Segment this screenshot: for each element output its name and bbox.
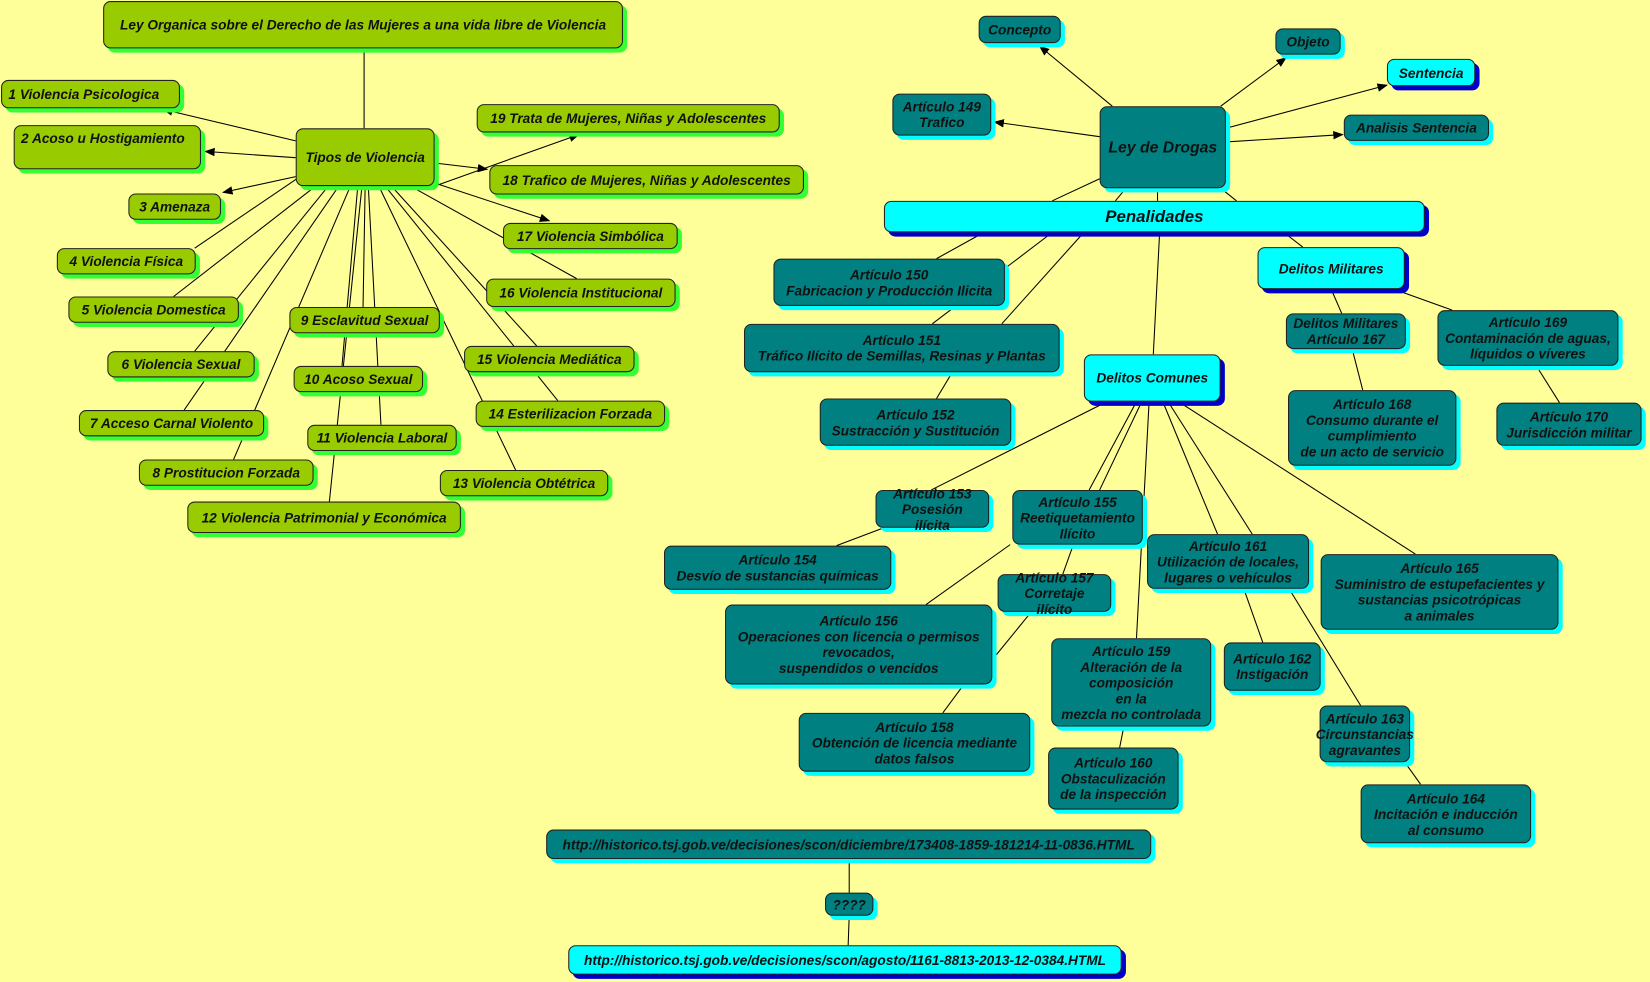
concept-violencia-institucional[interactable]: 16 Violencia Institucional xyxy=(486,278,676,308)
concept-sentencia[interactable]: Sentencia xyxy=(1386,58,1476,87)
concept-ley-de-drogas[interactable]: Ley de Drogas xyxy=(1099,106,1226,189)
concept-objeto[interactable]: Objeto xyxy=(1275,28,1341,55)
concept-acoso-hostigamiento[interactable]: 2 Acoso u Hostigamiento xyxy=(13,125,201,170)
concept-articulo-169[interactable]: Artículo 169 Contaminación de aguas, líq… xyxy=(1437,310,1619,366)
concept-violencia-obstetrica[interactable]: 13 Violencia Obtétrica xyxy=(439,469,609,497)
concept-acoso-sexual[interactable]: 10 Acoso Sexual xyxy=(293,365,424,393)
concept-esterilizacion-forzada[interactable]: 14 Esterilizacion Forzada xyxy=(475,400,666,427)
concept-articulo-157[interactable]: Artículo 157 Corretaje ilícito xyxy=(997,569,1112,617)
concept-articulo-163[interactable]: Artículo 163 Circunstancias agravantes xyxy=(1316,705,1414,763)
concept-violencia-sexual[interactable]: 6 Violencia Sexual xyxy=(107,351,255,378)
concept-articulo-152[interactable]: Artículo 152 Sustracción y Sustitución xyxy=(819,398,1012,446)
concept-violencia-simbolica[interactable]: 17 Violencia Simbólica xyxy=(502,222,678,250)
concept-violencia-patrimonial[interactable]: 12 Violencia Patrimonial y Económica xyxy=(187,501,461,534)
concept-articulo-156[interactable]: Artículo 156 Operaciones con licencia o … xyxy=(725,604,993,685)
concept-analisis-sentencia[interactable]: Analisis Sentencia xyxy=(1343,114,1490,141)
concept-violencia-mediatica[interactable]: 15 Violencia Mediática xyxy=(464,345,635,373)
concept-articulo-154[interactable]: Artículo 154 Desvío de sustancias químic… xyxy=(664,545,892,590)
concept-articulo-150[interactable]: Artículo 150 Fabricacion y Producción Il… xyxy=(773,258,1005,306)
concept-articulo-155[interactable]: Artículo 155 Reetiquetamiento Ilícito xyxy=(1012,489,1143,545)
concept-articulo-159[interactable]: Artículo 159 Alteración de la composició… xyxy=(1051,638,1212,727)
concept-articulo-161[interactable]: Artículo 161 Utilización de locales, lug… xyxy=(1147,534,1310,589)
concept-articulo-151[interactable]: Artículo 151 Tráfico Ilícito de Semillas… xyxy=(743,323,1060,373)
concept-penalidades[interactable]: Penalidades xyxy=(883,200,1425,233)
concept-tipos-de-violencia[interactable]: Tipos de Violencia xyxy=(295,128,435,187)
concept-delitos-militares[interactable]: Delitos Militares xyxy=(1257,247,1405,290)
concept-articulo-164[interactable]: Artículo 164 Incitación e inducción al c… xyxy=(1360,784,1532,844)
concept-articulo-167[interactable]: Delitos Militares Artículo 167 xyxy=(1285,313,1406,350)
link-url-diciembre[interactable]: http://historico.tsj.gob.ve/decisiones/s… xyxy=(546,829,1152,859)
concept-prostitucion-forzada[interactable]: 8 Prostitucion Forzada xyxy=(138,459,314,486)
concept-amenaza[interactable]: 3 Amenaza xyxy=(128,193,221,220)
concept-violencia-domestica[interactable]: 5 Violencia Domestica xyxy=(68,296,239,323)
concept-articulo-168[interactable]: Artículo 168 Consumo durante el cumplimi… xyxy=(1288,390,1457,466)
concept-violencia-laboral[interactable]: 11 Violencia Laboral xyxy=(307,424,457,452)
concept-esclavitud-sexual[interactable]: 9 Esclavitud Sexual xyxy=(289,307,440,334)
concept-delitos-comunes[interactable]: Delitos Comunes xyxy=(1083,354,1221,402)
concept-articulo-149[interactable]: Artículo 149 Trafico xyxy=(892,93,992,136)
concept-acceso-carnal-violento[interactable]: 7 Acceso Carnal Violento xyxy=(78,410,265,437)
link-url-agosto[interactable]: http://historico.tsj.gob.ve/decisiones/s… xyxy=(568,945,1122,975)
concept-articulo-162[interactable]: Artículo 162 Instigación xyxy=(1223,642,1321,691)
concept-articulo-165[interactable]: Artículo 165 Suministro de estupefacient… xyxy=(1320,554,1559,630)
concept-violencia-fisica[interactable]: 4 Violencia Física xyxy=(56,248,196,275)
concept-articulo-160[interactable]: Artículo 160 Obstaculización de la inspe… xyxy=(1048,747,1179,810)
concept-question-marks[interactable]: ???? xyxy=(825,892,874,916)
concept-articulo-153[interactable]: Artículo 153 Posesión ilícita xyxy=(875,485,990,533)
concept-concepto[interactable]: Concepto xyxy=(978,15,1061,44)
concept-articulo-170[interactable]: Artículo 170 Jurisdicción militar xyxy=(1496,402,1642,446)
concept-trafico-mujeres[interactable]: 18 Trafico de Mujeres, Niñas y Adolescen… xyxy=(489,165,804,195)
concept-trata-mujeres[interactable]: 19 Trata de Mujeres, Niñas y Adolescente… xyxy=(476,104,780,133)
concept-articulo-158[interactable]: Artículo 158 Obtención de licencia media… xyxy=(798,712,1031,772)
concept-ley-organica-mujeres[interactable]: Ley Organica sobre el Derecho de las Muj… xyxy=(103,1,623,49)
concept-violencia-psicologica[interactable]: 1 Violencia Psicologica xyxy=(1,79,180,109)
